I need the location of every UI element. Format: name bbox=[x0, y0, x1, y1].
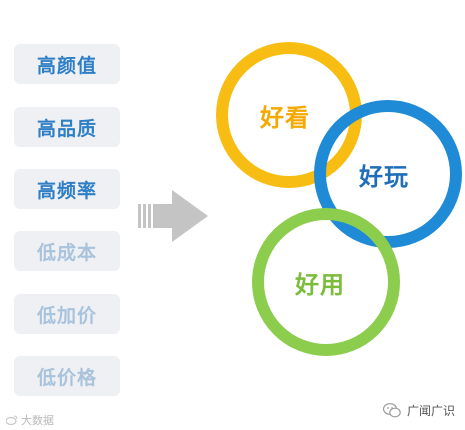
feature-pill-high-frequency: 高频率 bbox=[14, 169, 120, 209]
feature-pill-high-quality: 高品质 bbox=[14, 107, 120, 147]
circle-label-useful: 好用 bbox=[295, 270, 345, 299]
right-arrow-icon bbox=[138, 190, 208, 242]
watermark-left: 大数据 bbox=[6, 412, 54, 428]
circle-label-fun: 好玩 bbox=[359, 162, 409, 191]
circle-useful: 好用 bbox=[252, 208, 400, 356]
feature-pill-low-cost: 低成本 bbox=[14, 231, 120, 271]
wechat-icon bbox=[383, 403, 401, 418]
feature-pill-low-markup: 低加价 bbox=[14, 294, 120, 334]
feature-pill-high-looks: 高颜值 bbox=[14, 44, 120, 84]
weibo-icon bbox=[6, 415, 18, 425]
circle-label-good-looking: 好看 bbox=[260, 103, 310, 132]
watermark-left-text: 大数据 bbox=[21, 414, 54, 427]
feature-pill-low-price: 低价格 bbox=[14, 356, 120, 396]
watermark-right-text: 广闻广识 bbox=[407, 404, 456, 418]
watermark-right: 广闻广识 bbox=[383, 402, 455, 419]
